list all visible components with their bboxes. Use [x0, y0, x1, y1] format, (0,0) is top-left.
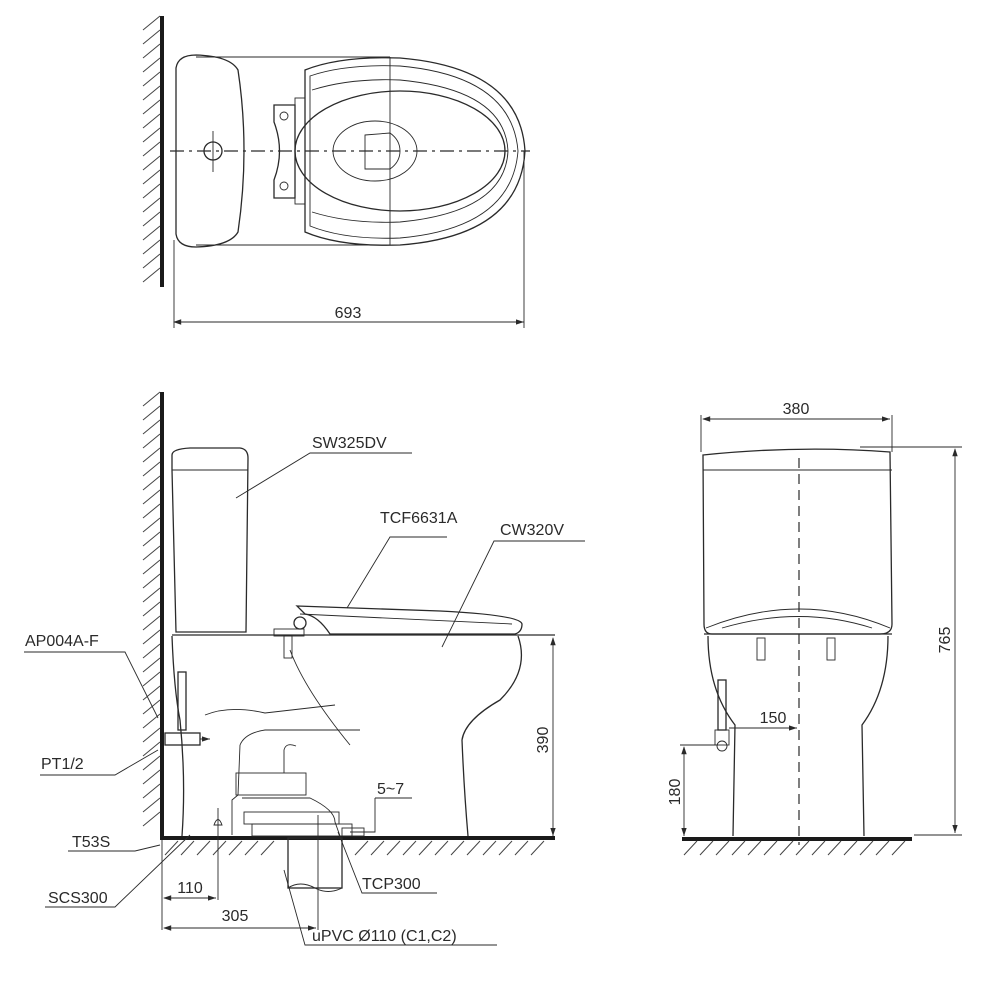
pedestal-front [707, 635, 889, 837]
dim-inlet-height: 180 [667, 779, 684, 806]
dim-drain: 305 [222, 908, 249, 925]
bowl-side [171, 635, 522, 837]
flex-hose [177, 671, 187, 731]
tank-front [702, 448, 893, 635]
label-angle-valve: AP004A-F [25, 633, 99, 650]
dim-gap: 5~7 [377, 781, 404, 798]
wall-hatch-top [142, 15, 161, 283]
tank-top [175, 54, 245, 248]
label-screw: SCS300 [48, 890, 108, 907]
label-tank: SW325DV [312, 435, 387, 452]
label-flange: TCP300 [362, 876, 421, 893]
dim-bolt: 110 [177, 880, 203, 897]
dim-inlet-offset: 150 [760, 710, 787, 727]
hinge [273, 104, 296, 199]
label-fixing: T53S [72, 834, 110, 851]
seat-lid [295, 605, 523, 635]
tank-side [171, 447, 249, 633]
dim-seat-height: 390 [535, 727, 552, 754]
label-drain: uPVC Ø110 (C1,C2) [312, 928, 457, 945]
drain-pipe [287, 837, 343, 889]
label-bowl: CW320V [500, 522, 564, 539]
top-view: 693 [142, 15, 530, 328]
dim-height: 765 [937, 627, 954, 654]
front-view: 380 765 150 180 [667, 401, 962, 856]
dim-length: 693 [335, 305, 362, 322]
side-view: 390 5~7 110 305 SW325DV TCF6631A CW320V … [24, 391, 585, 946]
label-seat: TCF6631A [380, 510, 458, 527]
dim-width: 380 [783, 401, 810, 418]
label-inlet: PT1/2 [41, 756, 84, 773]
